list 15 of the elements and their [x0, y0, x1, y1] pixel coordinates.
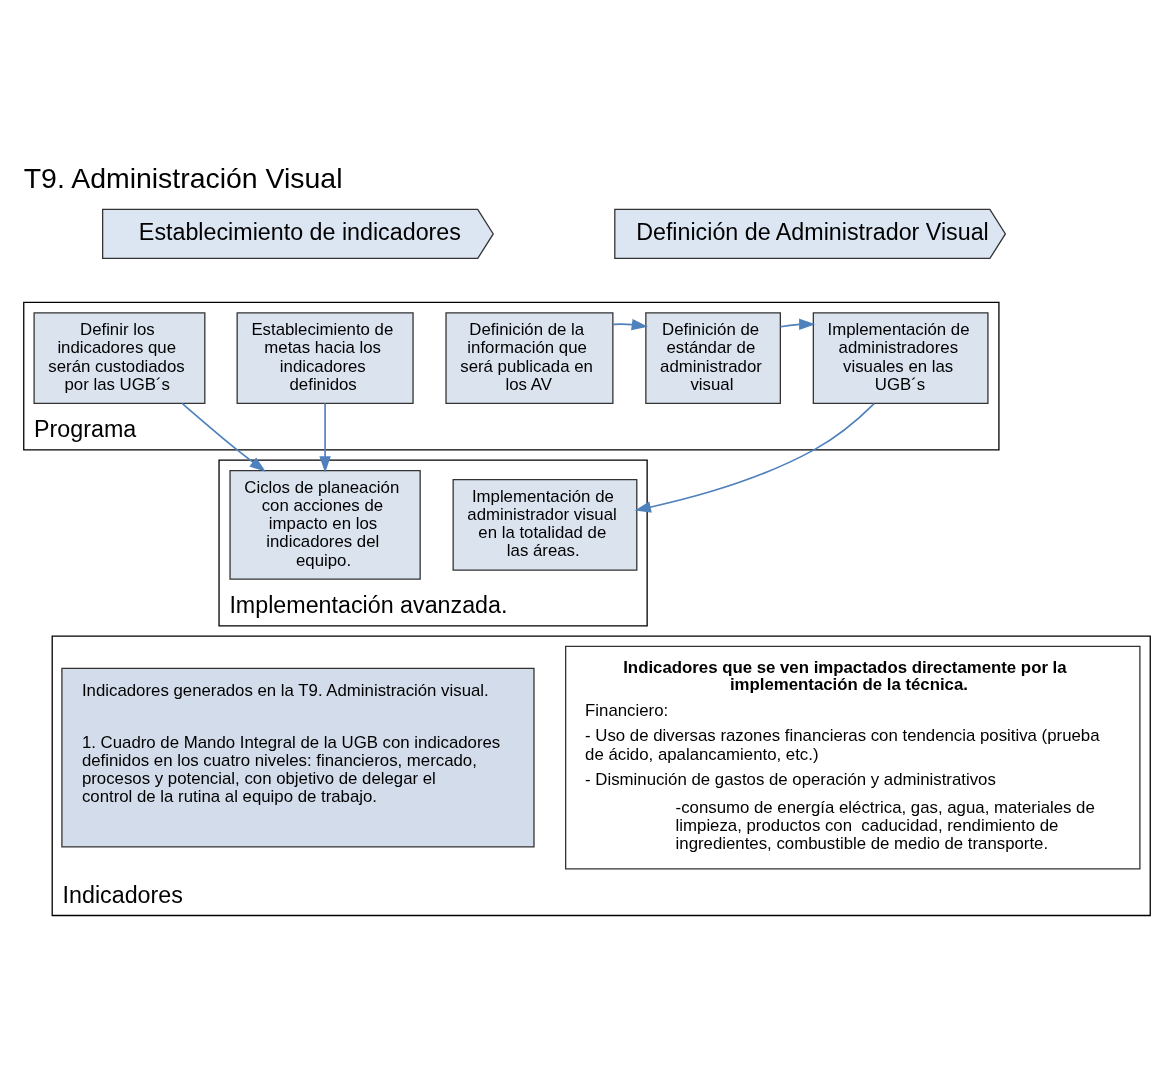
arrow — [779, 318, 816, 330]
node-box: Implementación de administradores visuales en las UGB´s — [812, 311, 989, 404]
arrow — [319, 402, 331, 473]
node-box: Implementación de administrador visual en la totalidad de las áreas. — [452, 478, 638, 571]
arrow — [181, 402, 266, 472]
diagram-title: T9. Administración Visual — [23, 161, 343, 194]
arrow — [612, 318, 648, 330]
node-box: Indicadores generados en la T9. Administración visual. 1. Cuadro de Mando Integral de la UGB con indicadores definidos en los cuatro niveles: financieros, mercado, procesos y potencial, con objetivo de delegar el control de la rutina al equipo de trabajo. — [61, 667, 535, 848]
arrow — [634, 402, 875, 513]
node-box: Definir los indicadores que serán custodiados por las UGB´s — [33, 311, 206, 404]
node-box: Definición de la información que será publicada en los AV — [445, 311, 614, 404]
node-box: Indicadores que se ven impactados directamente por la implementación de la técnica. Financiero: - Uso de diversas razones financieras con tendencia positiva (prueba de ácido, apalancamiento, etc.) - Disminución de gastos de operación y administrativos -consumo de energía eléctrica, gas, agua, materiales de limpieza, productos con caducidad, rendimiento de ingredientes, combustible de medio de transporte. — [565, 645, 1141, 870]
node-box: Ciclos de planeación con acciones de impacto en los indicadores del equipo. — [229, 469, 421, 580]
node-box: Establecimiento de metas hacia los indicadores definidos — [236, 311, 414, 404]
node-box: Definición de estándar de administrador visual — [645, 311, 781, 404]
